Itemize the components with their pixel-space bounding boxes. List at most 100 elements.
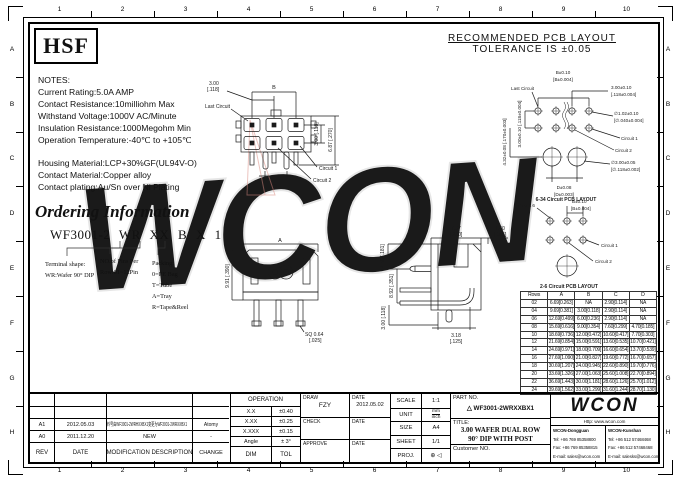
- border-number-top: 2: [120, 6, 125, 13]
- rev-row-date: 2012.05.03: [54, 418, 106, 430]
- dim-cell: 10.70[0.421]: [628, 338, 658, 348]
- border-letter-left: F: [10, 319, 14, 327]
- dim-cell: NA: [574, 298, 603, 308]
- sheet-label: SHEET: [391, 434, 421, 449]
- dim-cell: 36.69[1.443]: [547, 377, 576, 387]
- sheet-outer-border: [23, 17, 664, 468]
- contact-line: WCON-Kunshan: [608, 428, 641, 433]
- pcb1-dim-hole: ∅1.02±0.10: [614, 111, 639, 116]
- rev-row-date: 2011.12.20: [54, 430, 106, 442]
- border-tick: [280, 461, 281, 467]
- contact-line: Fax: +86 769 85358815: [553, 445, 598, 451]
- border-tick: [154, 461, 155, 467]
- packing-label: Packing:: [152, 260, 175, 267]
- border-tick: [595, 461, 596, 467]
- border-letter-right: H: [665, 429, 671, 437]
- border-letter-left: C: [9, 155, 15, 163]
- pcb1-dim-hole-inch: [∅.040±0.004]: [614, 118, 644, 123]
- sheet-value: 1/1: [421, 434, 450, 449]
- border-letter-right: D: [665, 210, 671, 218]
- size-label: SIZE: [391, 421, 421, 435]
- rev-row-change: -: [192, 430, 229, 442]
- pcb1-dim-b-inch: [B±0.004]: [553, 77, 573, 82]
- border-number-top: 6: [372, 6, 377, 13]
- border-letter-left: B: [9, 100, 15, 108]
- pcb-layout-2-6: Circuit 6 B±0.10 [B±0.004] Circuit 1 Cir…: [518, 199, 618, 290]
- scale-value: 1:1: [421, 394, 450, 408]
- pcb1-dim-pitch: 3.00±0.10: [611, 85, 632, 90]
- side-dim-140-inch: [.055]: [494, 232, 507, 238]
- dim-cell: 02: [519, 298, 549, 308]
- unit-top: mm: [432, 408, 440, 414]
- ordering-pins-group: NO.of Pins Per Row:01~12Pin: [100, 256, 138, 278]
- back-dim-height: 9.91 [.390]: [225, 264, 231, 288]
- back-view-linework: [231, 243, 319, 333]
- contact-line: Tel: +86 769 85358800: [553, 436, 596, 442]
- pcb2-dim-b-inch: [B±0.004]: [571, 206, 591, 211]
- title-label: TITLE:: [453, 420, 470, 426]
- dim-cell: 21.00[0.827]: [574, 354, 603, 364]
- pcb2-circuit1-label: Circuit 1: [601, 243, 618, 248]
- pcb1-last-circuit-label: Last Circuit: [511, 86, 535, 91]
- dim-cell: 28.60[1.126]: [601, 377, 630, 387]
- dim-cell: 25.60[1.008]: [601, 370, 630, 379]
- tol-val: ± 3°: [271, 436, 300, 446]
- rev-row-desc: 料号由WF3001-2WRHXXBX1变更为WF3001-2WRXXBX1: [107, 422, 188, 428]
- part-no-label: PART NO.: [453, 395, 479, 401]
- border-number-top: 8: [498, 6, 503, 13]
- dim-cell: 2.90[0.114]: [601, 314, 630, 324]
- packing-option: 0=PE Bag: [152, 271, 178, 278]
- border-tick: [154, 11, 155, 17]
- revision-section: A1 2012.05.03 料号由WF3001-2WRHXXBX1变更为WF30…: [30, 394, 230, 462]
- approve-label: APPROVE: [303, 441, 328, 447]
- back-dim-sq: SQ 0.64: [305, 332, 324, 338]
- border-number-bottom: 7: [435, 467, 440, 474]
- border-letter-right: G: [665, 374, 671, 382]
- dim-col-header: D: [628, 291, 658, 300]
- border-number-bottom: 5: [309, 467, 314, 474]
- dim-col-header: Rows: [519, 291, 549, 300]
- front-dim-height: 6.87 [.270]: [328, 128, 334, 152]
- wcon-url: Http: www.wcon.com: [551, 417, 658, 425]
- dim-cell: 15.69[0.616]: [547, 322, 576, 332]
- date-label: DATE: [352, 419, 365, 425]
- corner-mark: [8, 6, 23, 21]
- border-tick: [343, 11, 344, 17]
- border-letter-right: E: [665, 265, 671, 273]
- border-tick: [91, 11, 92, 17]
- dim-cell: 21.69[0.854]: [547, 338, 576, 348]
- dim-cell: 13.60[0.535]: [601, 338, 630, 348]
- back-view-drawing: A 9.91 [.390] SQ 0.64 [.025]: [225, 238, 324, 344]
- border-tick: [16, 350, 23, 352]
- drawing-title-line2: 90° DIP WITH POST: [468, 435, 533, 443]
- pins-label: NO.of Pins Per: [100, 258, 139, 265]
- border-tick: [343, 461, 344, 467]
- side-dim-892: 8.92 [.351]: [389, 274, 395, 298]
- dim-cell: 04: [519, 306, 549, 316]
- front-dim-b: B: [272, 85, 276, 91]
- dim-cell: 14: [519, 346, 549, 356]
- border-number-top: 1: [57, 6, 62, 13]
- part-no-value: WF3001-2WRXXBX1: [473, 405, 535, 412]
- pcb1-dim-peg-inch: [∅.118±0.002]: [611, 167, 640, 172]
- border-letter-left: G: [9, 374, 15, 382]
- watermark-red-accent: [246, 119, 276, 196]
- side-dim-737-inch: [.290]: [450, 232, 463, 238]
- border-number-bottom: 4: [246, 467, 251, 474]
- border-number-bottom: 3: [183, 467, 188, 474]
- back-dim-a: A: [278, 238, 282, 244]
- border-tick: [16, 186, 23, 188]
- border-tick: [657, 76, 664, 78]
- dim-cell: 20: [519, 370, 549, 379]
- notes-title: NOTES:: [38, 75, 70, 85]
- border-number-bottom: 2: [120, 467, 125, 474]
- note-line: Current Rating:5.0A AMP: [38, 87, 135, 97]
- dim-cell: NA: [628, 298, 658, 308]
- front-dim-c: C: [273, 184, 277, 190]
- border-number-top: 3: [183, 6, 188, 13]
